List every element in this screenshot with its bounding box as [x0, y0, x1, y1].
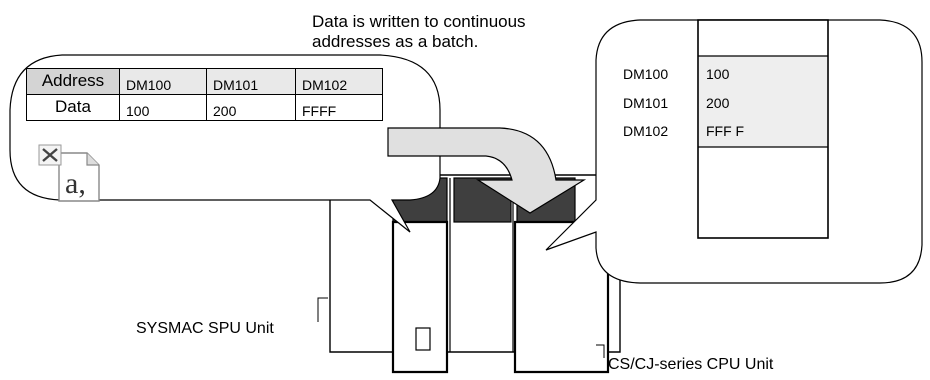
memory-highlight — [699, 56, 827, 147]
spu-unit-face — [391, 220, 449, 374]
memory-value-3: FFF F — [706, 123, 745, 139]
caption-line-1: Data is written to continuous — [312, 12, 526, 31]
address-cell-1: DM100 — [119, 68, 207, 95]
cpu-leader-line — [596, 344, 605, 358]
excel-file-icon: a, — [37, 143, 101, 203]
memory-address-3: DM102 — [623, 123, 669, 139]
spreadsheet-table: Address DM100 DM101 DM102 Data 100 200 F… — [26, 68, 383, 121]
address-cell-3: DM102 — [295, 68, 383, 95]
caption: Data is written to continuous addresses … — [312, 12, 526, 52]
memory-value-1: 100 — [706, 66, 730, 82]
file-glyph: a, — [65, 167, 86, 200]
data-header: Data — [26, 94, 120, 121]
memory-value-2: 200 — [706, 95, 730, 111]
caption-line-2: addresses as a batch. — [312, 32, 479, 51]
spu-leader-line — [317, 297, 328, 322]
data-cell-1: 100 — [119, 94, 207, 121]
memory-address-1: DM100 — [623, 66, 669, 82]
address-cell-2: DM101 — [206, 68, 296, 95]
memory-address-2: DM101 — [623, 95, 669, 111]
cpu-unit-label: CS/CJ-series CPU Unit — [608, 356, 774, 373]
spu-unit-label: SYSMAC SPU Unit — [136, 320, 274, 337]
address-header: Address — [26, 68, 120, 95]
spu-indicator — [415, 327, 431, 351]
data-cell-3: FFFF — [295, 94, 383, 121]
address-row: Address DM100 DM101 DM102 — [26, 68, 383, 95]
data-cell-2: 200 — [206, 94, 296, 121]
data-row: Data 100 200 FFFF — [26, 94, 383, 121]
